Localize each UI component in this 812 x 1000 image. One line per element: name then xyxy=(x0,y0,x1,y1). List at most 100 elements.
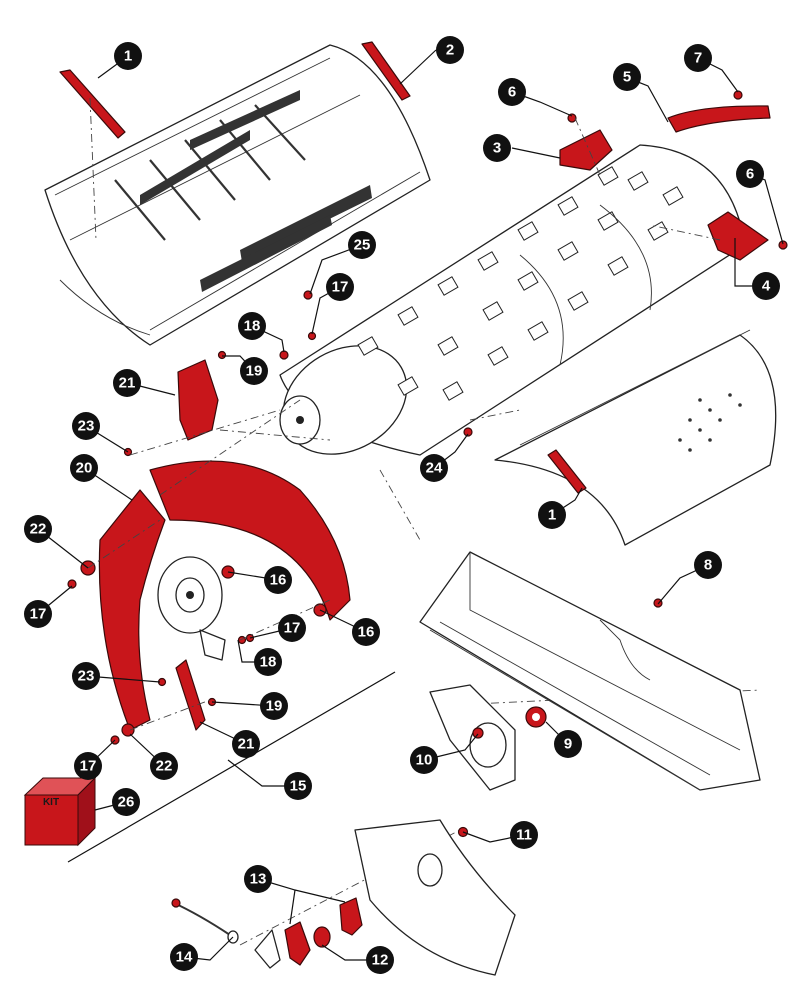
svg-text:26: 26 xyxy=(118,794,135,811)
part-21-top-plate xyxy=(177,359,219,441)
svg-text:18: 18 xyxy=(260,654,277,671)
part-9-bearing-bore xyxy=(532,713,540,721)
callout-1-lower[interactable]: 1 xyxy=(538,501,566,529)
svg-text:13: 13 xyxy=(250,871,267,888)
part-13-flange-left xyxy=(284,921,311,966)
svg-text:17: 17 xyxy=(284,620,301,637)
callout-8[interactable]: 8 xyxy=(694,551,722,579)
callout-19-a[interactable]: 19 xyxy=(240,357,268,385)
callout-17-c[interactable]: 17 xyxy=(278,614,306,642)
svg-text:15: 15 xyxy=(290,778,307,795)
callout-4[interactable]: 4 xyxy=(752,272,780,300)
kit-label: KIT xyxy=(43,797,59,808)
callout-3[interactable]: 3 xyxy=(483,134,511,162)
callout-17-d[interactable]: 17 xyxy=(74,752,102,780)
svg-text:14: 14 xyxy=(176,949,193,966)
svg-text:1: 1 xyxy=(124,48,132,65)
kit-bracket-line xyxy=(67,671,396,863)
svg-text:10: 10 xyxy=(416,752,433,769)
callout-14[interactable]: 14 xyxy=(170,943,198,971)
callout-18-a[interactable]: 18 xyxy=(238,312,266,340)
callout-21-a[interactable]: 21 xyxy=(113,369,141,397)
mounting-channel xyxy=(419,551,761,791)
svg-text:17: 17 xyxy=(332,279,349,296)
svg-text:17: 17 xyxy=(30,606,47,623)
part-17-nut-a xyxy=(67,579,77,589)
part-1-lower-strip xyxy=(547,449,587,494)
part-3-rasp-bar xyxy=(559,129,613,171)
sensor-cable xyxy=(171,898,239,944)
svg-text:19: 19 xyxy=(246,363,263,380)
callout-23-b[interactable]: 23 xyxy=(72,662,100,690)
callout-15[interactable]: 15 xyxy=(284,772,312,800)
callout-21-b[interactable]: 21 xyxy=(232,730,260,758)
part-1-top-strip xyxy=(59,69,126,139)
svg-text:16: 16 xyxy=(358,624,375,641)
callout-17-b[interactable]: 17 xyxy=(24,600,52,628)
svg-text:21: 21 xyxy=(238,736,255,753)
callout-18-b[interactable]: 18 xyxy=(254,648,282,676)
part-2-strip xyxy=(361,41,411,101)
callout-25[interactable]: 25 xyxy=(348,231,376,259)
callout-5[interactable]: 5 xyxy=(613,63,641,91)
svg-text:7: 7 xyxy=(694,50,702,67)
callout-23-a[interactable]: 23 xyxy=(72,412,100,440)
svg-text:6: 6 xyxy=(746,166,754,183)
part-7-bolt xyxy=(733,90,743,100)
svg-text:23: 23 xyxy=(78,668,95,685)
callout-9[interactable]: 9 xyxy=(554,730,582,758)
callout-24[interactable]: 24 xyxy=(420,454,448,482)
hub-assembly xyxy=(157,395,321,661)
part-5-bracket xyxy=(667,105,771,133)
callout-10[interactable]: 10 xyxy=(410,746,438,774)
svg-text:22: 22 xyxy=(30,521,47,538)
svg-text:6: 6 xyxy=(508,84,516,101)
svg-text:2: 2 xyxy=(446,42,454,59)
part-22-washer-bottom xyxy=(121,723,135,737)
svg-text:17: 17 xyxy=(80,758,97,775)
callout-26[interactable]: 26 xyxy=(112,788,140,816)
kit-box-icon: KIT xyxy=(23,776,97,847)
part-13-flange-right xyxy=(339,897,363,936)
svg-text:3: 3 xyxy=(493,140,501,157)
part-18-nut-a xyxy=(279,350,289,360)
part-20-shield-back xyxy=(98,489,166,731)
callout-19-b[interactable]: 19 xyxy=(260,692,288,720)
callout-13[interactable]: 13 xyxy=(244,865,272,893)
bearing-set xyxy=(254,897,363,969)
callout-22-a[interactable]: 22 xyxy=(24,515,52,543)
callout-16-a[interactable]: 16 xyxy=(264,566,292,594)
svg-text:5: 5 xyxy=(623,69,631,86)
svg-text:12: 12 xyxy=(372,952,389,969)
part-4-rasp-bar xyxy=(707,211,769,261)
callout-16-b[interactable]: 16 xyxy=(352,618,380,646)
svg-text:1: 1 xyxy=(548,507,556,524)
callout-2[interactable]: 2 xyxy=(436,36,464,64)
callout-6-a[interactable]: 6 xyxy=(498,78,526,106)
callout-1-top[interactable]: 1 xyxy=(114,42,142,70)
part-12-bearing xyxy=(313,926,331,948)
svg-text:20: 20 xyxy=(76,460,93,477)
svg-text:9: 9 xyxy=(564,736,572,753)
svg-text:4: 4 xyxy=(762,278,771,295)
callout-20[interactable]: 20 xyxy=(70,454,98,482)
lower-cover xyxy=(494,329,777,546)
svg-text:22: 22 xyxy=(156,758,173,775)
svg-text:8: 8 xyxy=(704,557,712,574)
svg-text:25: 25 xyxy=(354,237,371,254)
part-24-bolt xyxy=(463,427,473,437)
callout-17-a[interactable]: 17 xyxy=(326,273,354,301)
svg-text:24: 24 xyxy=(426,460,443,477)
callout-22-b[interactable]: 22 xyxy=(150,752,178,780)
callout-11[interactable]: 11 xyxy=(510,821,538,849)
svg-text:23: 23 xyxy=(78,418,95,435)
callout-7[interactable]: 7 xyxy=(684,44,712,72)
svg-text:19: 19 xyxy=(266,698,283,715)
svg-text:18: 18 xyxy=(244,318,261,335)
svg-text:11: 11 xyxy=(516,827,532,844)
callout-12[interactable]: 12 xyxy=(366,946,394,974)
part-20-shield-front xyxy=(149,460,351,621)
svg-text:16: 16 xyxy=(270,572,287,589)
part-21-bottom-plate xyxy=(175,659,206,731)
callout-6-b[interactable]: 6 xyxy=(736,160,764,188)
